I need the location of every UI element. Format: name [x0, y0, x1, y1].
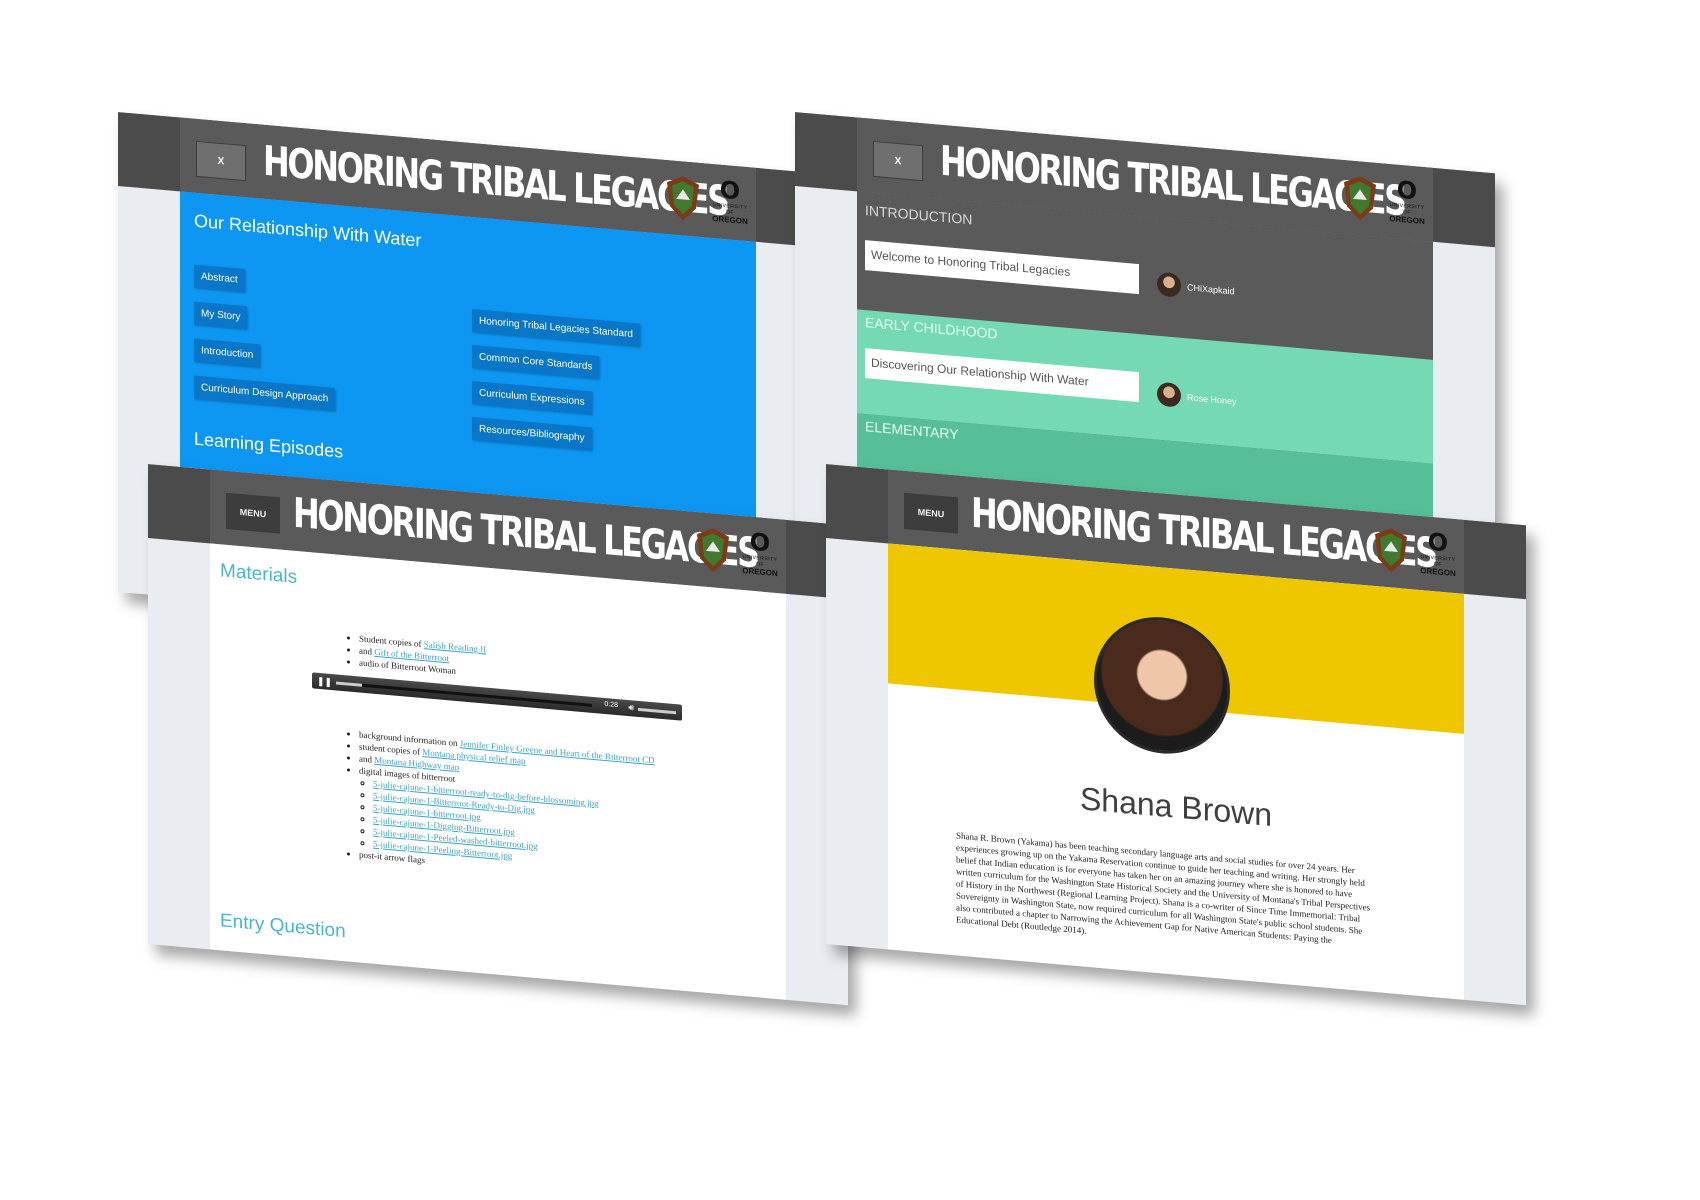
link-curriculum-design[interactable]: Curriculum Design Approach	[194, 375, 336, 412]
uo-logo: O UNIVERSITY OF OREGON	[1416, 528, 1460, 579]
author-name[interactable]: Rose Honey	[1187, 392, 1237, 407]
item-text: and	[359, 753, 375, 765]
close-button[interactable]: X	[196, 140, 246, 182]
link-common-core[interactable]: Common Core Standards	[472, 344, 600, 380]
nps-arrowhead-icon	[1344, 176, 1376, 221]
link-curriculum-expressions[interactable]: Curriculum Expressions	[472, 380, 592, 415]
seek-bar[interactable]	[336, 681, 592, 707]
audio-player[interactable]: ❚❚ 0:28 🔊︎	[312, 672, 682, 721]
volume-slider[interactable]	[638, 707, 676, 715]
materials-list-a: Student copies of Salish Reading II and …	[345, 631, 486, 679]
profile-content: Shana Brown Shana R. Brown (Yakama) has …	[888, 543, 1464, 1000]
screen-materials: MENU HONORING TRIBAL LEGACIES O UNIVERSI…	[148, 464, 848, 1006]
uo-logo: O UNIVERSITY OF OREGON	[708, 176, 752, 227]
link-resources[interactable]: Resources/Bibliography	[472, 416, 592, 451]
uo-o-letter: O	[749, 527, 771, 558]
uo-o-letter: O	[719, 175, 741, 206]
close-button[interactable]: X	[873, 140, 923, 182]
intro-episode-item[interactable]: Welcome to Honoring Tribal Legacies	[865, 240, 1139, 295]
seek-progress	[336, 681, 362, 687]
nps-arrowhead-icon	[697, 528, 729, 573]
menu-button[interactable]: MENU	[904, 492, 958, 534]
author-avatar	[1157, 271, 1181, 298]
screen-course-menu: X HONORING TRIBAL LEGACIES O UNIVERSITY …	[118, 112, 818, 654]
materials-content: Materials Student copies of Salish Readi…	[210, 543, 786, 1000]
author-name[interactable]: CHiXapkaid	[1187, 282, 1235, 297]
item-text: and	[359, 645, 375, 657]
early-episode-item[interactable]: Discovering Our Relationship With Water	[865, 348, 1139, 403]
link-htl-standard[interactable]: Honoring Tribal Legacies Standard	[472, 308, 640, 347]
header-bar: X HONORING TRIBAL LEGACIES O UNIVERSITY …	[795, 112, 1495, 248]
uo-logo: O UNIVERSITY OF OREGON	[1385, 176, 1429, 227]
screen-author-profile: MENU HONORING TRIBAL LEGACIES O UNIVERSI…	[826, 464, 1526, 1006]
volume-icon[interactable]: 🔊︎	[628, 702, 634, 713]
materials-list-b: background information on Jennifer Finle…	[345, 727, 655, 886]
episodes-title: Learning Episodes	[194, 428, 344, 462]
header-bar: MENU HONORING TRIBAL LEGACIES O UNIVERSI…	[148, 464, 848, 600]
link-abstract[interactable]: Abstract	[194, 264, 245, 293]
screen-episodes-list: X HONORING TRIBAL LEGACIES O UNIVERSITY …	[795, 112, 1495, 654]
elem-label: ELEMENTARY	[865, 418, 959, 443]
menu-button[interactable]: MENU	[226, 492, 280, 534]
nps-arrowhead-icon	[667, 176, 699, 221]
nps-arrowhead-icon	[1375, 528, 1407, 573]
link-my-story[interactable]: My Story	[194, 301, 248, 330]
intro-label: INTRODUCTION	[865, 202, 973, 228]
header-bar: X HONORING TRIBAL LEGACIES O UNIVERSITY …	[118, 112, 818, 248]
uo-logo: O UNIVERSITY OF OREGON	[738, 528, 782, 579]
player-time: 0:28	[604, 700, 618, 710]
link-introduction[interactable]: Introduction	[194, 338, 261, 368]
header-bar: MENU HONORING TRIBAL LEGACIES O UNIVERSI…	[826, 464, 1526, 600]
author-bio: Shana R. Brown (Yakama) has been teachin…	[956, 830, 1371, 946]
uo-o-letter: O	[1396, 175, 1418, 206]
pause-icon[interactable]: ❚❚	[317, 675, 333, 688]
author-avatar	[1157, 381, 1181, 408]
materials-title: Materials	[220, 560, 298, 589]
section-title: Our Relationship With Water	[194, 210, 422, 251]
uo-o-letter: O	[1427, 527, 1449, 558]
entry-question-title: Entry Question	[220, 910, 346, 943]
